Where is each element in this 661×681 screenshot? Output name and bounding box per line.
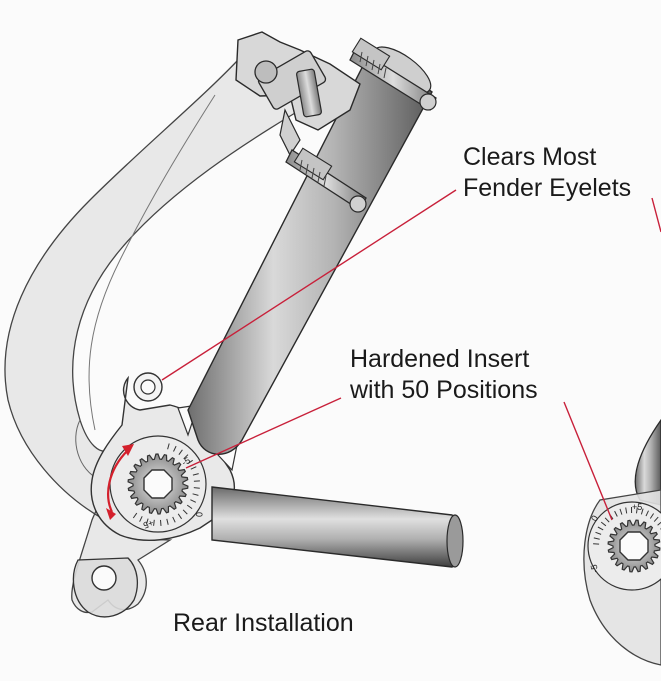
dial-tick [132, 512, 138, 519]
callout-hardened-insert: Hardened Insert with 50 Positions [350, 344, 538, 406]
caption-rear-installation: Rear Installation [173, 609, 354, 637]
right-dial-mark-zero: 0 [589, 514, 600, 523]
dial-tick [645, 510, 649, 517]
dial-tick [172, 516, 176, 523]
dial-tick [190, 466, 197, 470]
dial-tick [173, 445, 177, 452]
callout-eyelets-line2: Fender Eyelets [463, 174, 632, 202]
dial-tick [625, 507, 628, 514]
callout-line-eyelets [161, 189, 457, 381]
dial-tick [160, 519, 162, 526]
dial-tick [153, 519, 155, 526]
right-dial-mark-plus5: +5 [632, 502, 642, 512]
dial-tick [178, 449, 183, 455]
upper-bracket [235, 31, 361, 157]
callout-line-eyelets-right [651, 197, 661, 233]
dial-tick [192, 493, 199, 496]
hose-clamp-lower [285, 147, 367, 213]
callout-line-insert [185, 397, 342, 469]
rotate-arrow-icon [106, 444, 134, 520]
callout-clears-fender-eyelets: Clears Most Fender Eyelets [463, 142, 631, 204]
callout-insert-line1: Hardened Insert [350, 345, 530, 373]
dial-mark-minus5: -5 [180, 455, 192, 468]
dial-tick [182, 509, 188, 515]
callout-insert-line2: with 50 Positions [350, 376, 538, 404]
callout-line-insert-right [563, 401, 613, 521]
dial-tick [186, 504, 193, 510]
right-dial-mark-minus5: -5 [589, 564, 600, 574]
dial-mark-plus5: +5 [142, 518, 155, 531]
dial-tick [192, 473, 199, 476]
callout-lines [161, 189, 661, 521]
hanger-tab [72, 557, 139, 618]
dial-tick [187, 459, 193, 465]
dial-tick [595, 531, 602, 535]
chainstay-tube [211, 486, 464, 568]
dial-tick [657, 521, 661, 526]
dial-tick [653, 516, 659, 522]
dial-tick [614, 510, 618, 517]
dial-tick [166, 518, 169, 525]
dial-tick [600, 521, 607, 527]
front-installation-partial: +5 0 -5 [583, 418, 661, 666]
dial-tick [193, 487, 200, 489]
hose-clamp-upper [349, 37, 437, 111]
bolt-icon [254, 60, 278, 84]
hex-socket [143, 469, 173, 499]
dial-tick [167, 443, 170, 450]
dial-tick [139, 516, 143, 522]
dial-tick [649, 513, 655, 519]
dial-tick [190, 499, 197, 503]
dial-tick [640, 508, 644, 515]
dial-tick [619, 508, 623, 515]
dial-tick [593, 537, 600, 540]
callout-eyelets-line1: Clears Most [463, 143, 597, 171]
adjustment-dial: -5 0 +5 [109, 435, 207, 533]
dial-tick [177, 513, 183, 520]
dial-tick [597, 526, 604, 531]
dial-tick [636, 507, 638, 514]
dial-tick [183, 454, 189, 460]
dial-tick [604, 517, 610, 523]
dial-mark-zero: 0 [194, 512, 204, 517]
dial-tick [145, 518, 149, 525]
